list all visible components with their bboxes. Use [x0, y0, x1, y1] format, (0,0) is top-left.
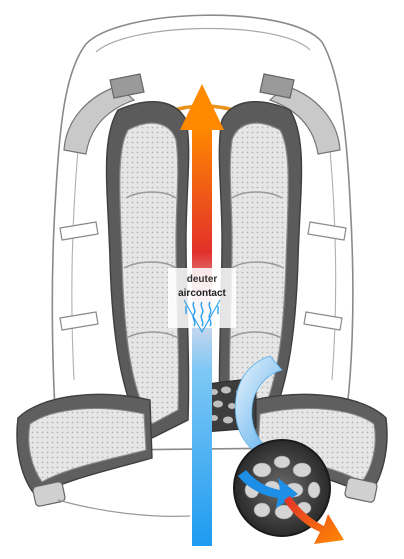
deuter-aircontact-logo: deuter aircontact: [168, 268, 236, 334]
foam-closeup-circle: [233, 439, 344, 544]
shoulder-strap-left: [105, 101, 190, 441]
logo-brand-text: deuter: [187, 274, 218, 285]
hip-belt: [16, 393, 388, 517]
airflow-arrow-vertical: [180, 84, 224, 546]
load-lifter-straps: [63, 73, 341, 155]
shoulder-strap-right: [218, 101, 303, 441]
airflow-waves-icon: [183, 299, 221, 334]
logo-system-text: aircontact: [178, 288, 226, 299]
